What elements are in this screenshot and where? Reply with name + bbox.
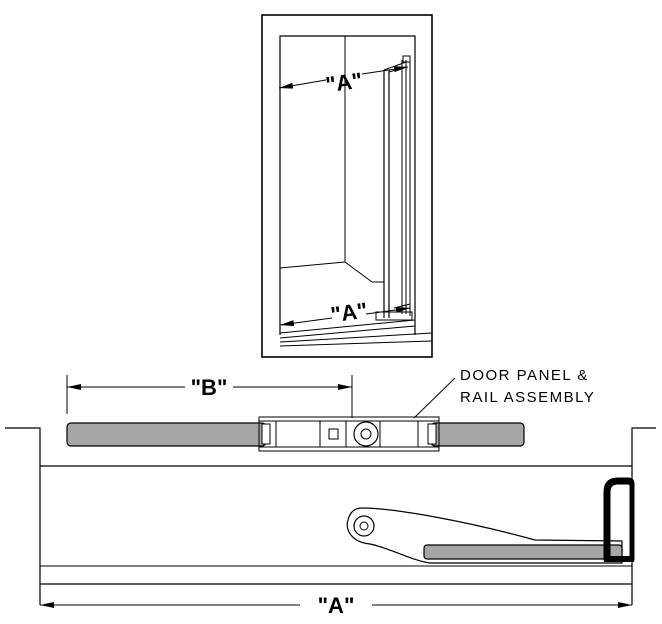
lower-dimension-a-label: "A": [329, 298, 369, 328]
top-dimension-a: "A": [278, 66, 409, 98]
enclosure-outer-frame: [261, 14, 433, 358]
bottom-threshold-rail: [279, 319, 433, 347]
bottom-dimension-a: "A": [40, 593, 632, 618]
dimension-b: "B": [66, 375, 353, 418]
bottom-dimension-a-label: "A": [318, 593, 355, 618]
right-wall-return: [631, 427, 656, 605]
vertical-door-panel: [375, 55, 413, 321]
pivot-connector-assembly: [258, 416, 440, 452]
back-wall-floor-diagonal: [344, 261, 373, 283]
enclosure-inner-opening: [279, 35, 416, 335]
left-door-panel: [66, 422, 267, 447]
connector-square: [328, 428, 339, 440]
door-panel-callout: DOOR PANEL & RAIL ASSEMBLY: [413, 367, 595, 419]
top-dimension-a-label: "A": [324, 68, 364, 98]
dimension-b-label: "B": [191, 375, 228, 400]
swing-arm-pivot-inner: [359, 521, 369, 531]
rail-plan-view: "A": [5, 416, 656, 618]
lower-gray-bar: [423, 544, 623, 560]
callout-line-1: DOOR PANEL &: [460, 367, 589, 384]
callout-line-2: RAIL ASSEMBLY: [460, 389, 595, 406]
lower-dimension-a: "A": [279, 298, 411, 328]
back-wall-floor-line: [279, 261, 346, 269]
shower-enclosure-view: "A" "A": [261, 14, 433, 358]
pivot-inner-ring: [360, 428, 372, 440]
right-side-bracket: [603, 477, 635, 562]
left-wall-return: [5, 427, 41, 605]
callout-leader-line: [413, 377, 456, 419]
swing-arm: [346, 507, 623, 564]
right-door-panel: [430, 422, 525, 447]
